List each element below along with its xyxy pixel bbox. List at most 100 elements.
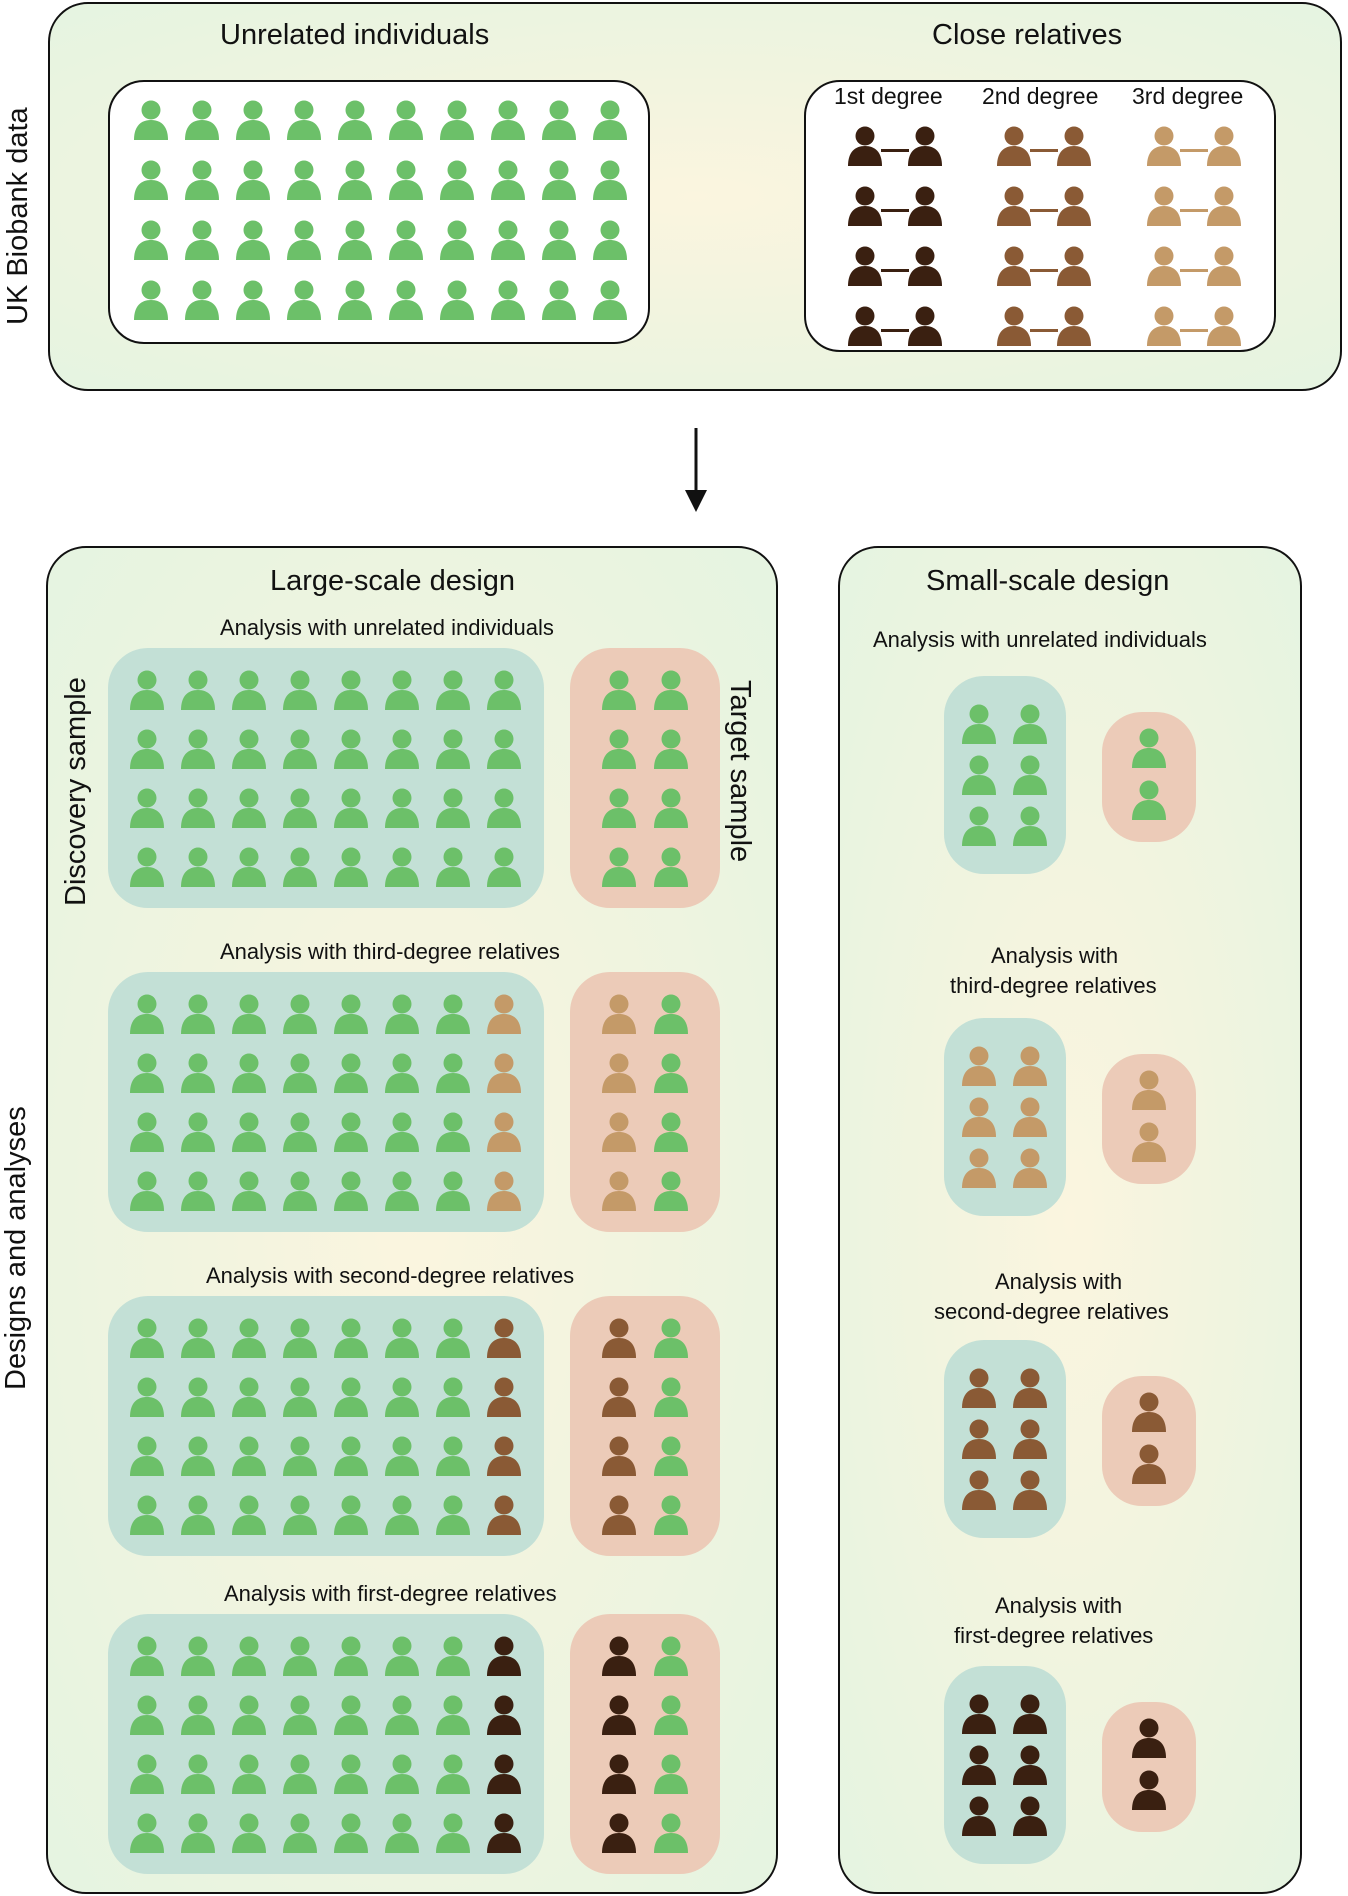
relative-person-icon: [1207, 306, 1241, 346]
target-sample-box: [570, 1614, 720, 1874]
relative-pair-link: [881, 149, 909, 152]
target-person-icon: [602, 1436, 636, 1476]
small-discovery-person-icon: [962, 1470, 996, 1510]
small-discovery-person-icon: [962, 806, 996, 846]
small-discovery-person-icon: [1013, 1694, 1047, 1734]
relative-pair-link: [1030, 269, 1058, 272]
discovery-person-icon: [232, 1636, 266, 1676]
discovery-person-icon: [487, 1112, 521, 1152]
discovery-person-icon: [283, 1436, 317, 1476]
target-person-icon: [602, 1053, 636, 1093]
small-target-person-icon: [1132, 1392, 1166, 1432]
discovery-person-icon: [385, 847, 419, 887]
relative-person-icon: [908, 186, 942, 226]
discovery-person-icon: [436, 1813, 470, 1853]
discovery-sample-box: [108, 972, 544, 1232]
unrelated-person-icon: [287, 220, 321, 260]
discovery-person-icon: [334, 729, 368, 769]
degree-label-third: 3rd degree: [1132, 83, 1244, 109]
discovery-person-icon: [487, 1636, 521, 1676]
target-person-icon: [654, 1318, 688, 1358]
discovery-person-icon: [487, 1318, 521, 1358]
discovery-person-icon: [436, 1495, 470, 1535]
unrelated-person-icon: [185, 280, 219, 320]
discovery-person-icon: [232, 1695, 266, 1735]
discovery-person-icon: [181, 1171, 215, 1211]
target-person-icon: [602, 847, 636, 887]
discovery-person-icon: [232, 1171, 266, 1211]
discovery-person-icon: [130, 1813, 164, 1853]
discovery-person-icon: [385, 1695, 419, 1735]
discovery-person-icon: [385, 788, 419, 828]
small-discovery-person-icon: [962, 704, 996, 744]
small-analysis-title-first-line1: Analysis with: [995, 1593, 1123, 1618]
relative-pair-link: [1030, 149, 1058, 152]
close-relatives-title: Close relatives: [932, 19, 1123, 51]
discovery-person-icon: [385, 1754, 419, 1794]
discovery-person-icon: [385, 670, 419, 710]
small-analysis-title-first-line2: first-degree relatives: [954, 1623, 1154, 1648]
relative-person-icon: [1147, 306, 1181, 346]
unrelated-person-icon: [389, 280, 423, 320]
target-person-icon: [654, 994, 688, 1034]
discovery-person-icon: [385, 1436, 419, 1476]
discovery-person-icon: [232, 1053, 266, 1093]
relative-person-icon: [848, 186, 882, 226]
unrelated-person-icon: [236, 220, 270, 260]
small-analysis-title-second-line1: Analysis with: [995, 1269, 1123, 1294]
relative-pair-link: [1180, 329, 1208, 332]
discovery-person-icon: [385, 1171, 419, 1211]
small-discovery-person-icon: [962, 1046, 996, 1086]
discovery-person-icon: [283, 1695, 317, 1735]
discovery-person-icon: [385, 1112, 419, 1152]
relative-pair-link: [881, 269, 909, 272]
discovery-person-icon: [436, 1436, 470, 1476]
discovery-person-icon: [487, 1495, 521, 1535]
target-person-icon: [602, 1754, 636, 1794]
unrelated-person-icon: [389, 220, 423, 260]
discovery-person-icon: [487, 1053, 521, 1093]
target-person-icon: [654, 1436, 688, 1476]
discovery-person-icon: [181, 1495, 215, 1535]
unrelated-person-icon: [542, 220, 576, 260]
discovery-person-icon: [334, 1813, 368, 1853]
discovery-person-icon: [130, 1436, 164, 1476]
discovery-person-icon: [283, 1636, 317, 1676]
target-person-icon: [654, 1813, 688, 1853]
discovery-person-icon: [232, 1813, 266, 1853]
discovery-person-icon: [130, 670, 164, 710]
discovery-person-icon: [283, 670, 317, 710]
discovery-person-icon: [436, 1171, 470, 1211]
designs-and-analyses-label: Designs and analyses: [0, 1106, 32, 1390]
relative-person-icon: [848, 126, 882, 166]
relative-person-icon: [908, 246, 942, 286]
discovery-person-icon: [283, 847, 317, 887]
discovery-person-icon: [130, 1754, 164, 1794]
target-person-icon: [654, 1754, 688, 1794]
discovery-person-icon: [181, 1695, 215, 1735]
discovery-person-icon: [385, 1053, 419, 1093]
target-person-icon: [654, 1636, 688, 1676]
small-discovery-person-icon: [1013, 1368, 1047, 1408]
uk-biobank-label: UK Biobank data: [2, 107, 34, 325]
unrelated-person-icon: [134, 280, 168, 320]
large-analysis-title-third-degree: Analysis with third-degree relatives: [220, 939, 560, 964]
discovery-person-icon: [334, 1695, 368, 1735]
unrelated-person-icon: [440, 280, 474, 320]
discovery-person-icon: [436, 1695, 470, 1735]
discovery-person-icon: [232, 847, 266, 887]
target-person-icon: [654, 1495, 688, 1535]
discovery-person-icon: [283, 1112, 317, 1152]
small-analysis-title-third-line2: third-degree relatives: [950, 973, 1157, 998]
relative-pair-link: [1180, 209, 1208, 212]
unrelated-person-icon: [542, 280, 576, 320]
discovery-person-icon: [334, 1754, 368, 1794]
relative-pair-link: [1180, 269, 1208, 272]
small-target-person-icon: [1132, 728, 1166, 768]
discovery-person-icon: [436, 1754, 470, 1794]
relative-person-icon: [848, 306, 882, 346]
relative-person-icon: [997, 246, 1031, 286]
unrelated-person-icon: [185, 160, 219, 200]
small-analysis-title-third-line1: Analysis with: [991, 943, 1119, 968]
discovery-person-icon: [181, 1754, 215, 1794]
